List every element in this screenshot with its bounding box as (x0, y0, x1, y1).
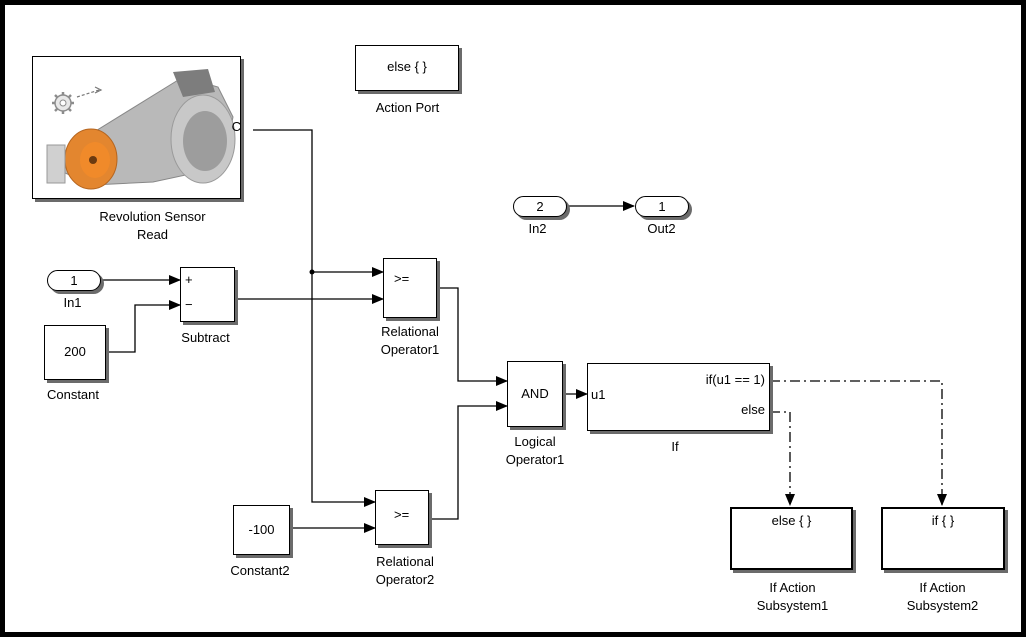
out2-port[interactable]: 1 (635, 196, 689, 217)
label-line2: Subsystem2 (907, 598, 979, 613)
logical-op: AND (508, 386, 562, 401)
constant2-value: -100 (234, 522, 289, 537)
relational-operator1-label: Relational Operator1 (355, 323, 465, 359)
logical-operator1-block[interactable]: AND (507, 361, 563, 427)
in1-label: In1 (55, 294, 90, 312)
if-action-subsystem1-block[interactable]: else { } (730, 507, 853, 570)
relational-operator2-block[interactable]: >= (375, 490, 429, 545)
constant2-label: Constant2 (215, 562, 305, 580)
label-line2: Read (137, 227, 168, 242)
constant-label: Constant (33, 386, 113, 404)
relational-operator2-label: Relational Operator2 (350, 553, 460, 589)
if-label: If (660, 438, 690, 456)
in2-label: In2 (515, 220, 560, 238)
subsystem1-text: else { } (732, 513, 851, 528)
if-action-subsystem2-label: If Action Subsystem2 (885, 579, 1000, 615)
label-line2: Subsystem1 (757, 598, 829, 613)
action-port-block[interactable]: else { } (355, 45, 459, 91)
constant2-block[interactable]: -100 (233, 505, 290, 555)
in1-value: 1 (70, 273, 77, 288)
subtract-block[interactable]: + − (180, 267, 235, 322)
constant-block[interactable]: 200 (44, 325, 106, 380)
wire-sensor-relational1 (253, 130, 383, 272)
label-line1: If Action (919, 580, 965, 595)
label-line2: Operator1 (381, 342, 440, 357)
revolution-sensor-label: Revolution Sensor Read (65, 208, 240, 244)
relational2-op: >= (394, 507, 409, 522)
branch-point (310, 270, 315, 275)
logical-operator1-label: Logical Operator1 (485, 433, 585, 469)
action-port-label: Action Port (350, 99, 465, 117)
revolution-sensor-block[interactable]: C (32, 56, 241, 199)
if-output-else-label: else (741, 402, 765, 417)
if-block[interactable]: u1 if(u1 == 1) else (587, 363, 770, 431)
label-line1: If Action (769, 580, 815, 595)
if-input-port-label: u1 (591, 387, 605, 402)
label-line2: Operator2 (376, 572, 435, 587)
subtract-label: Subtract (168, 329, 243, 347)
constant-value: 200 (45, 344, 105, 359)
label-line1: Relational (381, 324, 439, 339)
action-port-text: else { } (356, 59, 458, 74)
plus-sign: + (185, 272, 193, 287)
in2-port[interactable]: 2 (513, 196, 567, 217)
wire-if-subsystem2 (770, 381, 942, 505)
if-output-if-label: if(u1 == 1) (706, 372, 765, 387)
label-line1: Logical (514, 434, 555, 449)
out2-label: Out2 (639, 220, 684, 238)
out2-value: 1 (658, 199, 665, 214)
if-action-subsystem1-label: If Action Subsystem1 (735, 579, 850, 615)
relational1-op: >= (394, 271, 409, 286)
subsystem2-text: if { } (883, 513, 1003, 528)
in2-value: 2 (536, 199, 543, 214)
label-line1: Revolution Sensor (99, 209, 205, 224)
relational-operator1-block[interactable]: >= (383, 258, 437, 318)
label-line2: Operator1 (506, 452, 565, 467)
wire-sensor-relational2 (312, 272, 375, 502)
if-action-subsystem2-block[interactable]: if { } (881, 507, 1005, 570)
port-c-label: C (232, 119, 241, 134)
wire-else-subsystem1 (770, 412, 790, 505)
label-line1: Relational (376, 554, 434, 569)
in1-port[interactable]: 1 (47, 270, 101, 291)
minus-sign: − (185, 297, 193, 312)
gear-icon (52, 92, 74, 114)
nxt-motor-icon (33, 57, 240, 198)
